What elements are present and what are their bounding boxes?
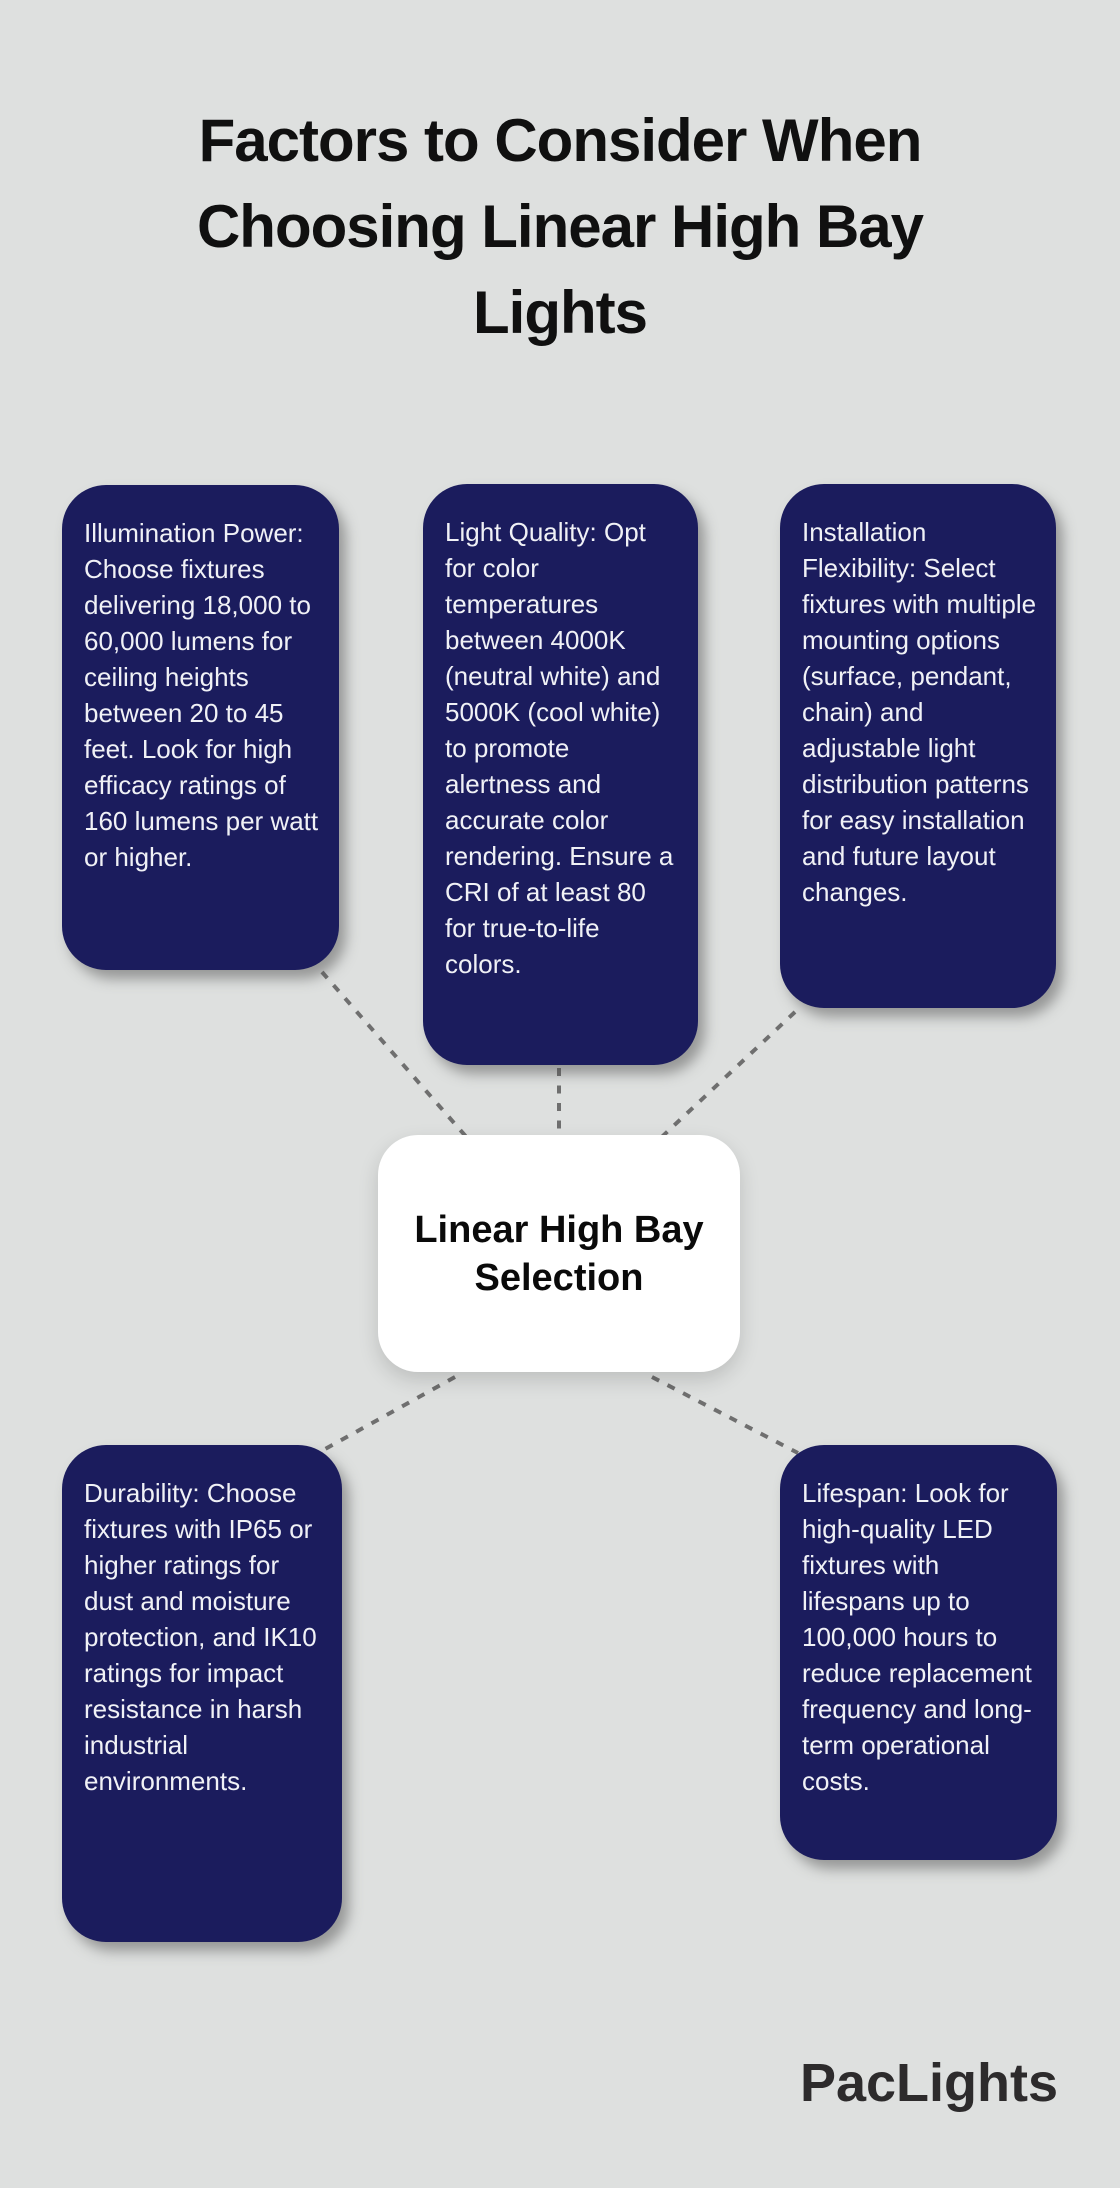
factor-text-illumination-power: Illumination Power: Choose fixtures deli… (84, 518, 319, 872)
factor-text-lifespan: Lifespan: Look for high-quality LED fixt… (802, 1478, 1032, 1796)
paclights-logo: PacLights (799, 2053, 1058, 2113)
connector-durability (317, 1375, 456, 1455)
factor-text-installation-flexibility: Installation Flexibility: Select fixture… (802, 517, 1037, 907)
factor-text-light-quality: Light Quality: Opt for color temperature… (445, 517, 674, 979)
page-title-line-1: Factors to Consider When (198, 107, 923, 174)
central-topic-node: Linear High Bay Selection (378, 1135, 740, 1372)
central-topic-label: Linear High Bay Selection (414, 1208, 704, 1299)
factor-card-illumination-power: Illumination Power: Choose fixtures deli… (62, 485, 339, 970)
factor-card-installation-flexibility: Installation Flexibility: Select fixture… (780, 484, 1056, 1008)
page-title-line-2: Choosing Linear High Bay (196, 193, 924, 260)
factor-card-light-quality: Light Quality: Opt for color temperature… (423, 484, 698, 1065)
factor-card-durability: Durability: Choose fixtures with IP65 or… (62, 1445, 342, 1942)
factor-text-durability: Durability: Choose fixtures with IP65 or… (84, 1478, 317, 1796)
page-title-line-3: Lights (473, 279, 648, 346)
factor-card-lifespan: Lifespan: Look for high-quality LED fixt… (780, 1445, 1057, 1860)
page-title: Factors to Consider When Choosing Linear… (0, 98, 1120, 356)
connector-lifespan (651, 1375, 799, 1455)
